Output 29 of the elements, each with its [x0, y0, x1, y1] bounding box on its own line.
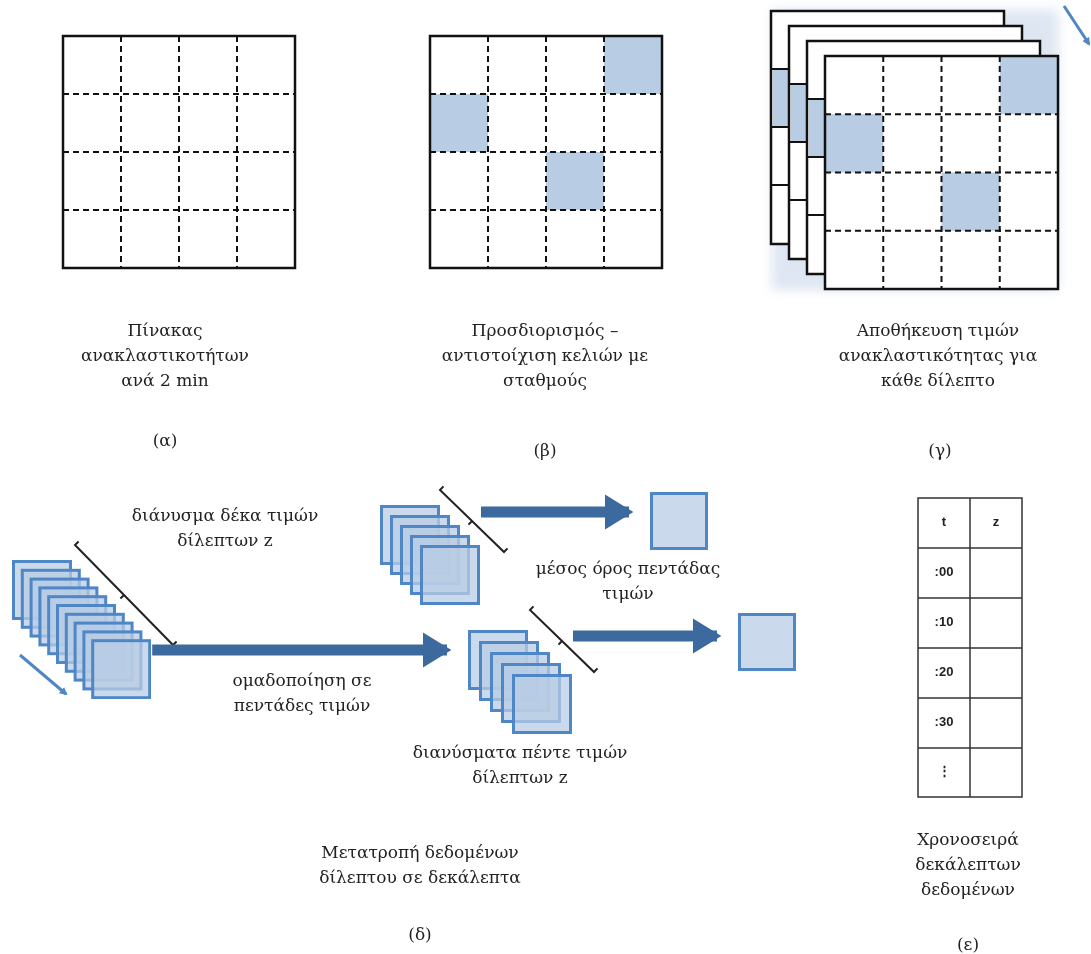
panel-label: (δ) [407, 923, 433, 946]
panel-label: (ε) [955, 933, 981, 954]
table-cell-text: :00 [933, 564, 955, 580]
edge-label: ομαδοποίηση σε πεντάδες τιμών [231, 669, 373, 717]
square-stack-drawing [12, 560, 152, 700]
block-arrow [573, 618, 722, 654]
block-arrow [152, 632, 452, 668]
table-cell-text: z [991, 514, 1001, 530]
caption-text: Χρονοσειρά δεκάλεπτων δεδομένων [914, 828, 1022, 901]
table-cell-text: :30 [933, 714, 955, 730]
caption-text: Πίνακας ανακλαστικοτήτων ανά 2 min [80, 319, 250, 392]
caption-text: διάνυσμα δέκα τιμών δίλεπτων z [130, 504, 320, 552]
table-cell-text: t [940, 514, 948, 530]
table-cell-text: :20 [933, 664, 955, 680]
caption-text: διανύσματα πέντε τιμών δίλεπτων z [411, 741, 629, 789]
square [738, 613, 796, 671]
square-stack-drawing [468, 630, 572, 734]
table-cell-text: :10 [933, 614, 955, 630]
caption-text: Προσδιορισμός – αντιστοίχιση κελιών με σταθμούς [440, 319, 650, 392]
caption-text: Αποθήκευση τιμών ανακλαστικότητας για κάθε δίλεπτο [837, 319, 1039, 392]
square [650, 492, 708, 550]
table-cell-text: ⋮ [936, 763, 952, 779]
panel-label: (β) [532, 439, 558, 462]
panel-label: (γ) [927, 439, 953, 462]
square-stack-drawing [380, 505, 480, 605]
edge-label: μέσος όρος πεντάδας τιμών [534, 557, 722, 605]
panel-label: (α) [151, 429, 179, 452]
caption-text: Μετατροπή δεδομένων δίλεπτου σε δεκάλεπτα [318, 841, 522, 889]
block-arrow [481, 494, 634, 530]
